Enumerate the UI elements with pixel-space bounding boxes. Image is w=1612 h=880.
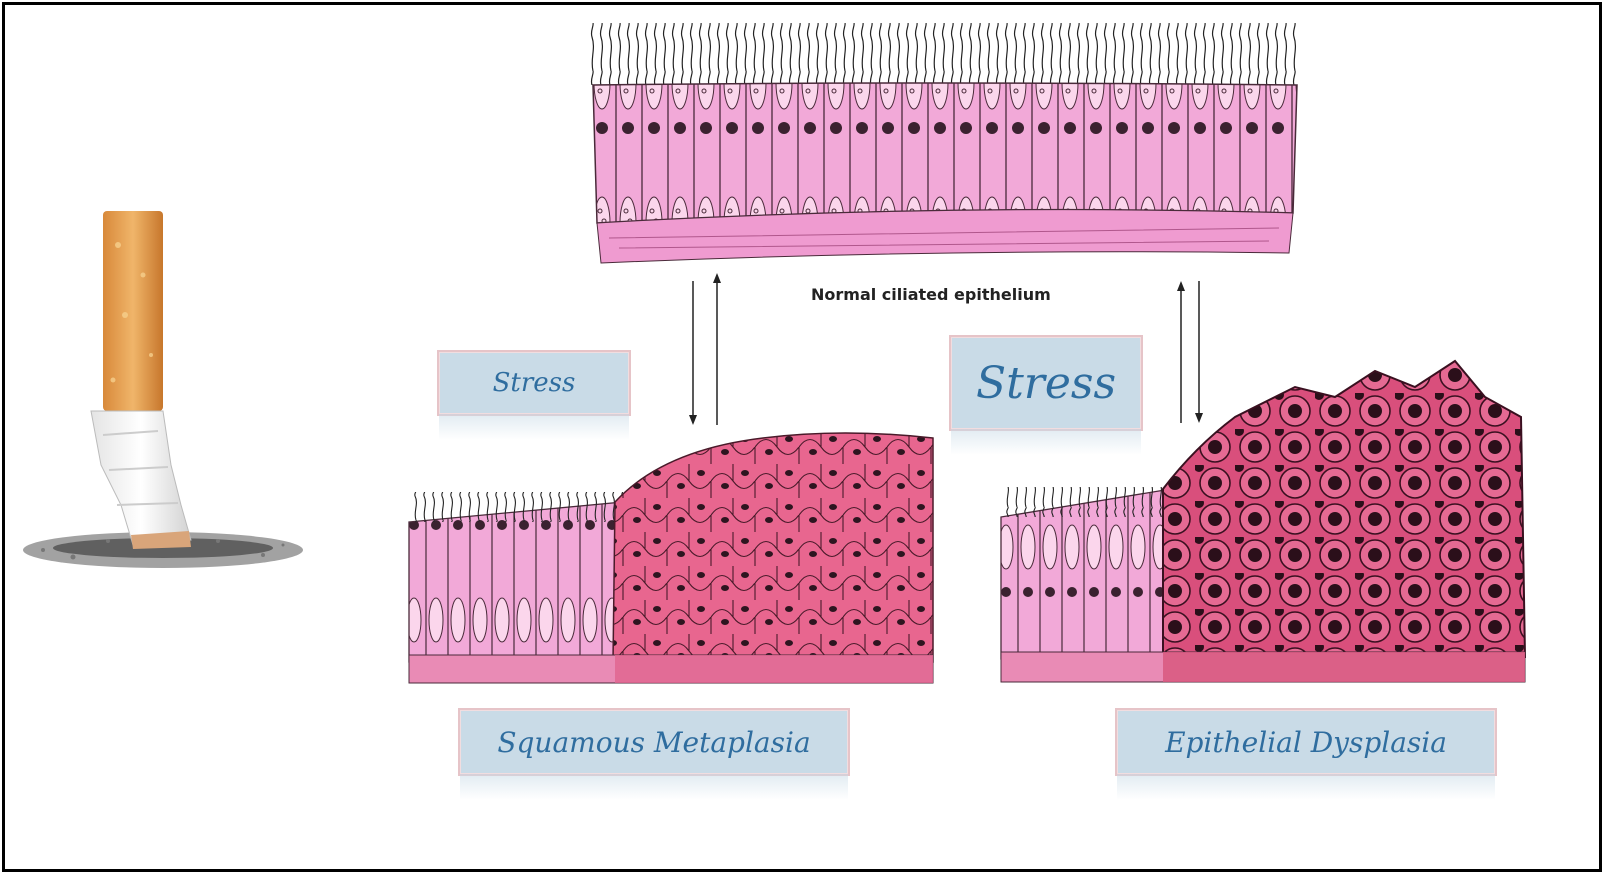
normal-epithelium-caption: Normal ciliated epithelium bbox=[811, 285, 1051, 304]
reversible-arrows-left bbox=[689, 273, 721, 425]
cigarette-image bbox=[23, 211, 303, 568]
squamous-metaplasia-illustration bbox=[408, 432, 934, 684]
epithelial-dysplasia-illustration bbox=[1000, 359, 1527, 683]
squamous-metaplasia-label: Squamous Metaplasia bbox=[458, 708, 850, 800]
normal-epithelium-illustration bbox=[589, 23, 1301, 264]
epithelial-dysplasia-label: Epithelial Dysplasia bbox=[1115, 708, 1497, 800]
reversible-arrows-right bbox=[1177, 281, 1203, 423]
stress-label-right: Stress bbox=[949, 335, 1143, 455]
stress-label-left: Stress bbox=[437, 350, 631, 440]
